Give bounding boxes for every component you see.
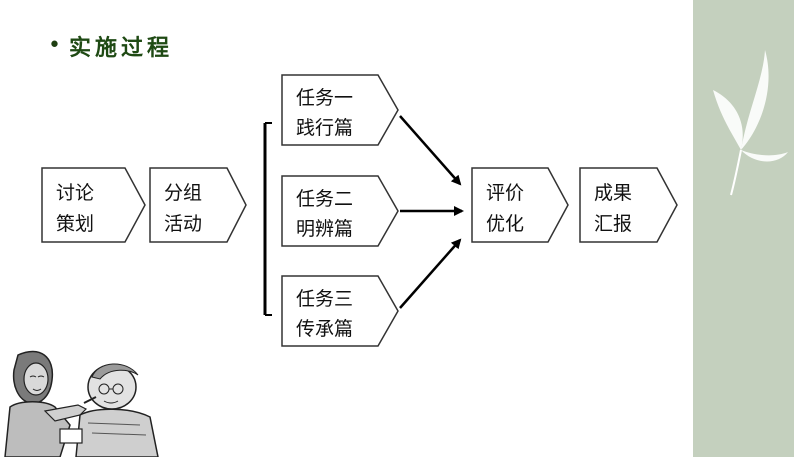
node-discuss-line2: 策划 [56, 213, 94, 235]
arrow-task1-to-evaluate [399, 115, 462, 186]
arrow-task3-to-evaluate [399, 238, 462, 309]
node-report-line2: 汇报 [594, 213, 632, 235]
node-evaluate: 评价 优化 [471, 167, 569, 243]
node-task1-line2: 践行篇 [296, 117, 353, 139]
node-evaluate-line1: 评价 [486, 182, 524, 204]
leaf-icon [713, 50, 788, 196]
node-task3-line2: 传承篇 [296, 318, 353, 340]
node-task1-line1: 任务一 [296, 87, 353, 109]
node-report: 成果 汇报 [579, 167, 678, 243]
bracket [263, 122, 272, 316]
node-group: 分组 活动 [149, 167, 247, 243]
node-group-line2: 活动 [164, 213, 202, 235]
node-task2-line1: 任务二 [296, 188, 353, 210]
side-panel [693, 0, 794, 457]
node-task3: 任务三 传承篇 [281, 275, 399, 347]
node-evaluate-line2: 优化 [486, 213, 524, 235]
node-task2-line2: 明辨篇 [296, 218, 353, 240]
node-task1: 任务一 践行篇 [281, 74, 399, 146]
page-title: 实施过程 [68, 35, 173, 61]
node-task3-line1: 任务三 [296, 288, 353, 310]
node-group-line1: 分组 [164, 182, 202, 204]
title-bullet: • [48, 33, 61, 58]
title-row: • 实施过程 [48, 30, 173, 62]
node-task2: 任务二 明辨篇 [281, 175, 399, 247]
node-discuss: 讨论 策划 [41, 167, 146, 243]
node-discuss-line1: 讨论 [56, 182, 94, 204]
caregiver-elderly-illustration [0, 345, 160, 457]
node-report-line1: 成果 [594, 182, 632, 204]
